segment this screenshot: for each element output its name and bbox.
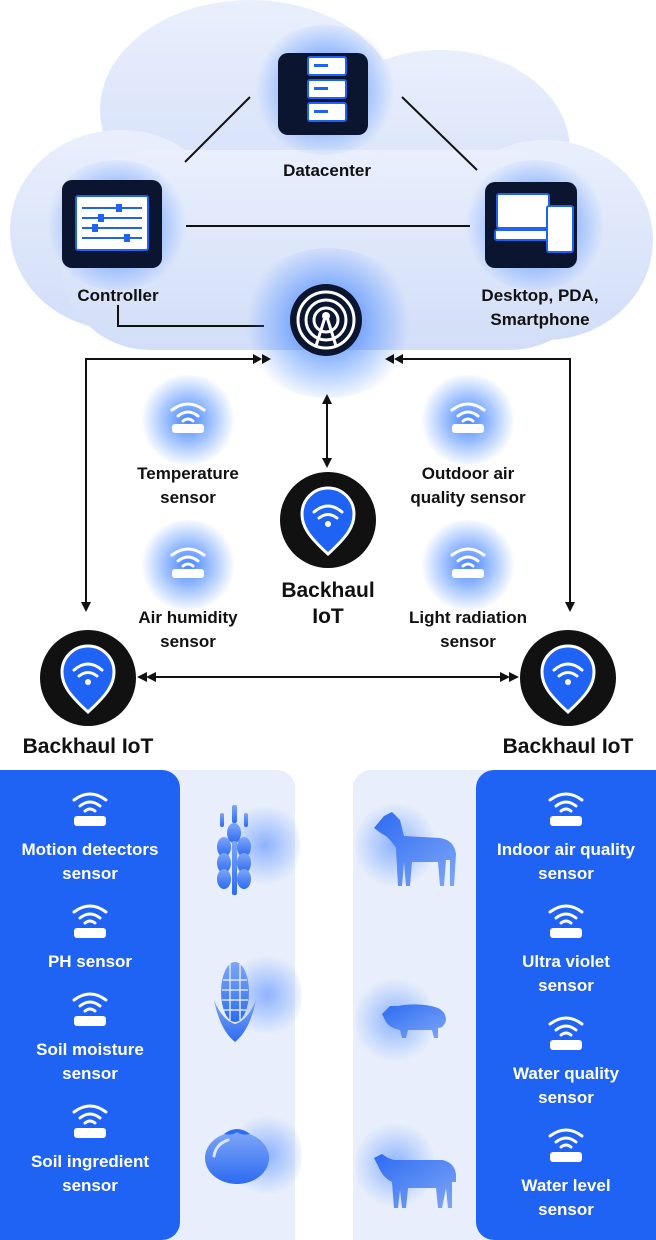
location-pin-icon: [520, 630, 616, 726]
cloud-connectors: [117, 96, 478, 327]
wifi-sensor-icon: [72, 904, 108, 938]
indoor-air-quality-sensor-label: Indoor air quality sensor: [497, 840, 635, 883]
server-icon: [278, 53, 368, 135]
temperature-sensor-label: Temperature sensor: [137, 464, 239, 507]
corn-icon: [214, 962, 256, 1042]
network-arrows: [81, 354, 575, 682]
soil-moisture-sensor-label: Soil moisture sensor: [36, 1040, 144, 1083]
backhaul-left-label: Backhaul IoT: [22, 735, 154, 758]
water-level-sensor-label: Water level sensor: [521, 1176, 611, 1219]
ultra-violet-sensor-label: Ultra violet sensor: [522, 952, 610, 995]
wifi-sensor-icon: [548, 1016, 584, 1050]
location-pin-icon: [280, 472, 376, 568]
left-sensor-column: [0, 770, 180, 1240]
wifi-sensor-icon: [548, 792, 584, 826]
wifi-sensor-icon: [170, 402, 206, 433]
pig-icon: [382, 1004, 446, 1038]
horse-icon: [374, 812, 456, 886]
motion-detectors-sensor-label: Motion detectors sensor: [21, 840, 159, 883]
wifi-sensor-icon: [72, 992, 108, 1026]
tomato-icon: [205, 1129, 269, 1184]
controller-label: Controller: [77, 286, 159, 305]
outdoor-air-sensor-label: Outdoor air quality sensor: [410, 464, 526, 507]
water-quality-sensor-label: Water quality sensor: [512, 1064, 620, 1107]
location-pin-icon: [40, 630, 136, 726]
desktop-label: Desktop, PDA, Smartphone: [481, 286, 599, 329]
wifi-sensor-icon: [548, 904, 584, 938]
wifi-sensor-icon: [450, 547, 486, 578]
ph-sensor-label: PH sensor: [47, 952, 133, 971]
wifi-sensor-icon: [72, 1104, 108, 1138]
cow-icon: [374, 1154, 456, 1208]
wifi-sensor-icon: [548, 1128, 584, 1162]
datacenter-label: Datacenter: [283, 161, 371, 180]
desktop-icon: [485, 182, 577, 268]
antenna-icon: [290, 284, 362, 356]
light-radiation-sensor-label: Light radiation sensor: [408, 608, 528, 651]
backhaul-center-label: Backhaul IoT: [281, 579, 375, 628]
wifi-sensor-icon: [72, 792, 108, 826]
air-humidity-sensor-label: Air humidity sensor: [138, 608, 238, 651]
soil-ingredient-sensor-label: Soil ingredient sensor: [30, 1152, 150, 1195]
wifi-sensor-icon: [450, 402, 486, 433]
controller-icon: [62, 180, 162, 268]
wheat-icon: [217, 805, 251, 895]
wifi-sensor-icon: [170, 547, 206, 578]
backhaul-right-label: Backhaul IoT: [502, 735, 634, 758]
